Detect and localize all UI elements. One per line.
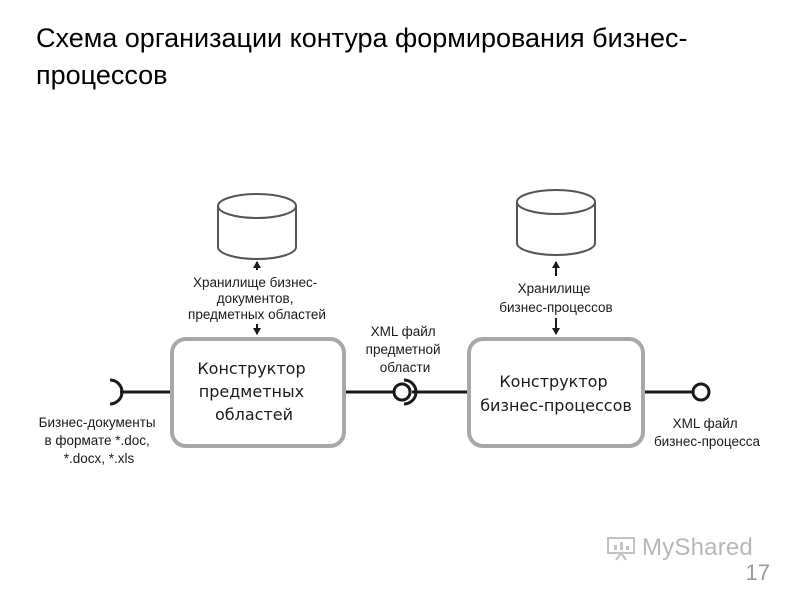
xml-domain-interface-ball — [392, 382, 412, 402]
input-documents-label: Бизнес-документы в формате *.doc, *.docx… — [39, 415, 160, 466]
storage-domain-cylinder — [217, 193, 297, 260]
myshared-watermark: MyShared — [606, 534, 753, 562]
xml-domain-label: XML файл предметной области — [366, 324, 445, 375]
xml-process-output-ball — [691, 382, 711, 402]
xml-domain-interface-socket — [403, 378, 418, 406]
storage-domain-label: Хранилище бизнес- документов, предметных… — [188, 275, 326, 322]
constructor-domain-label: Конструктор предметных областей — [197, 359, 310, 424]
storage-process-cylinder — [516, 189, 596, 256]
input-socket — [109, 378, 124, 406]
slide-title: Схема организации контура формирования б… — [36, 23, 688, 90]
constructor-domain-box — [170, 337, 346, 448]
constructor-process-label: Конструктор бизнес-процессов — [480, 372, 632, 415]
constructor-process-box — [467, 337, 645, 448]
watermark-text: MyShared — [642, 534, 753, 561]
xml-process-label: XML файл бизнес-процесса — [654, 416, 761, 449]
page-number: 17 — [745, 560, 770, 585]
presentation-board-icon — [607, 537, 635, 561]
storage-process-label: Хранилище бизнес-процессов — [499, 281, 612, 315]
